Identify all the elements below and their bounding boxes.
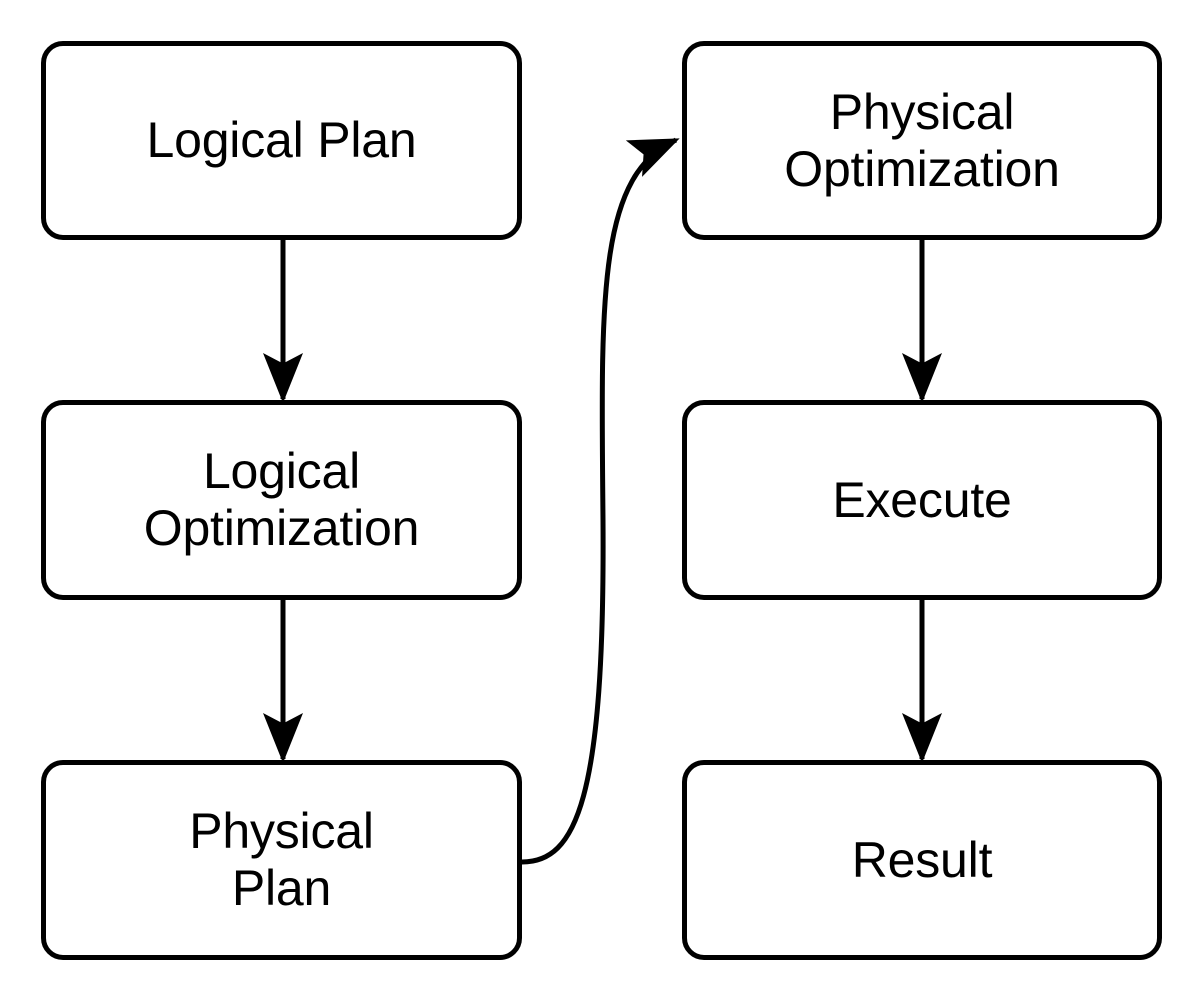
node-logical-optimization-label: Logical Optimization: [143, 443, 420, 556]
node-result-label: Result: [851, 831, 993, 888]
node-logical-plan-label: Logical Plan: [146, 112, 417, 168]
edge-physical-plan-to-physical-optimization: [521, 137, 680, 865]
node-logical-plan[interactable]: Logical Plan: [41, 41, 522, 240]
node-execute-label: Execute: [832, 471, 1012, 528]
node-physical-optimization[interactable]: Physical Optimization: [682, 41, 1162, 240]
node-physical-plan-label: Physical Plan: [189, 803, 374, 916]
node-execute[interactable]: Execute: [682, 400, 1162, 600]
node-physical-plan[interactable]: Physical Plan: [41, 760, 522, 960]
node-logical-optimization[interactable]: Logical Optimization: [41, 400, 522, 600]
node-result[interactable]: Result: [682, 760, 1162, 960]
node-physical-optimization-label: Physical Optimization: [784, 83, 1060, 197]
